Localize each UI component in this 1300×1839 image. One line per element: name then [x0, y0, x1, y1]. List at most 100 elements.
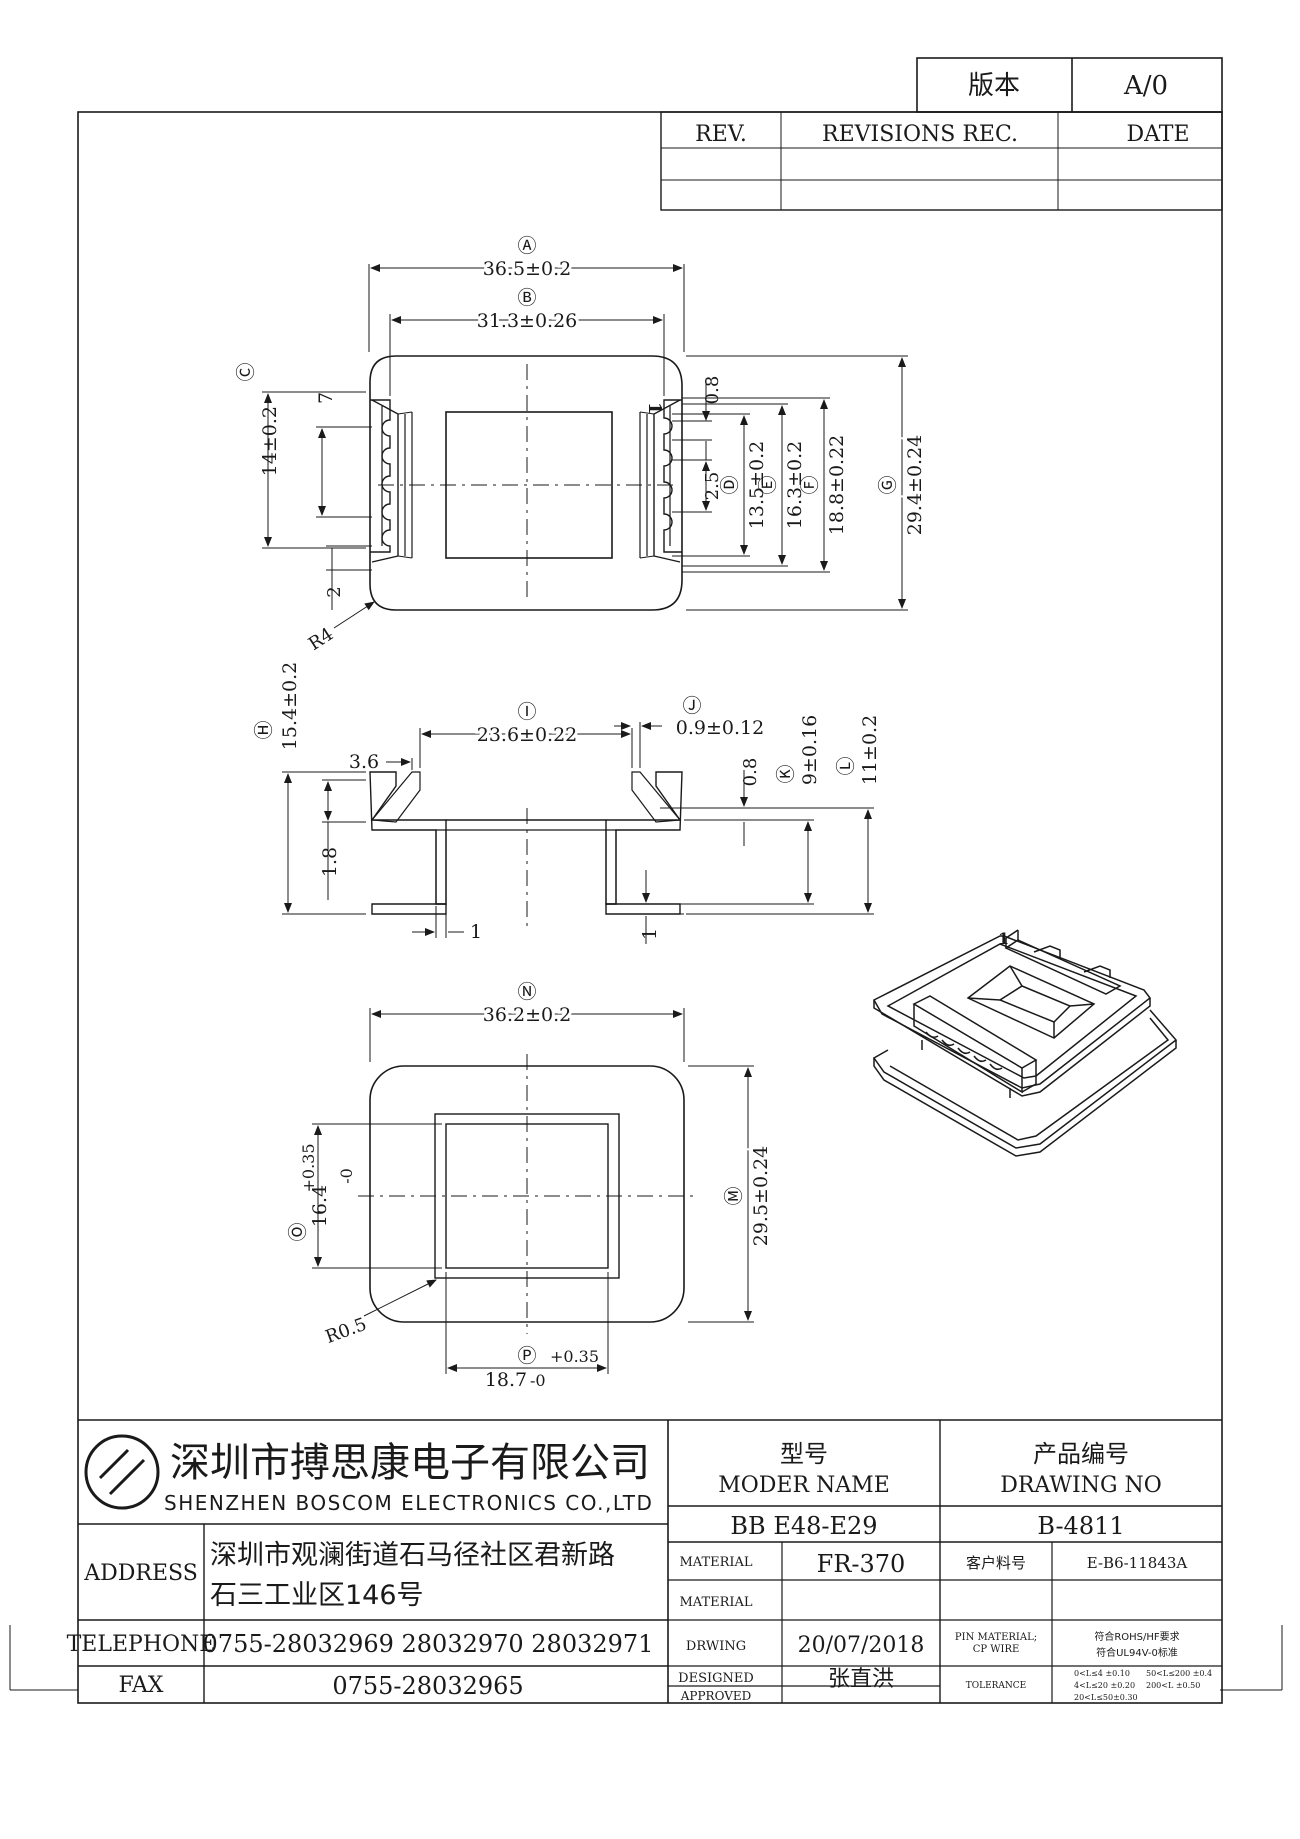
drwing-date: 20/07/2018	[798, 1633, 925, 1658]
dim-f-marker: Ⓕ	[799, 475, 821, 494]
dim-side-2: 2	[324, 586, 345, 597]
dim-o-marker: Ⓞ	[287, 1222, 309, 1241]
dim-b-value: 31.3±0.26	[477, 310, 578, 332]
dim-o-tol-minus: -0	[337, 1168, 356, 1184]
revisions-table: REV. REVISIONS REC. DATE	[660, 111, 1223, 211]
dim-groove: 0.8	[740, 758, 761, 787]
dim-a-value: 36.5±0.2	[483, 258, 571, 280]
dim-b-marker: Ⓑ	[517, 287, 536, 309]
pin-material-label-2: CP WIRE	[973, 1644, 1020, 1655]
model-name-cn: 型号	[780, 1440, 828, 1468]
dim-i-marker: Ⓘ	[517, 701, 536, 723]
dim-g-value: 29.4±0.24	[904, 435, 926, 536]
dim-h-value: 15.4±0.2	[279, 662, 301, 750]
dim-wall-left: 1	[470, 921, 482, 943]
dim-pin-gap: 2.5	[702, 472, 723, 501]
dim-d-marker: Ⓓ	[719, 475, 741, 494]
version-label: 版本	[968, 71, 1020, 101]
dim-d-value: 13.5±0.2	[746, 441, 768, 529]
dim-slot-width: 0.8	[702, 376, 723, 405]
drawing-no-cn: 产品编号	[1033, 1440, 1129, 1468]
dim-n-marker: Ⓝ	[517, 981, 536, 1003]
address-line-1: 深圳市观澜街道石马径社区君新路	[210, 1540, 615, 1571]
tolerance-label: TOLERANCE	[966, 1681, 1027, 1691]
dim-k-value: 9±0.16	[799, 715, 821, 785]
dim-flange-offset: 3.6	[349, 751, 379, 773]
title-block: 深圳市搏思康电子有限公司 SHENZHEN BOSCOM ELECTRONICS…	[67, 1419, 1222, 1703]
tolerance-row-3a: 20<L≤50±0.30	[1074, 1693, 1138, 1702]
revisions-rec-header: REVISIONS REC.	[822, 122, 1018, 147]
tolerance-row-1b: 50<L≤200 ±0.4	[1146, 1669, 1212, 1678]
dim-m-value: 29.5±0.24	[750, 1146, 772, 1247]
drwing-label: DRWING	[686, 1639, 746, 1654]
tolerance-row-2b: 200<L ±0.50	[1146, 1681, 1200, 1690]
top-view: 1 Ⓐ 36.5±0.2 Ⓑ 31.3±0.26 14±0.2 Ⓒ 7	[235, 235, 929, 655]
date-header: DATE	[1126, 122, 1189, 147]
designed-value: 张直洪	[828, 1667, 894, 1692]
material-label: MATERIAL	[679, 1555, 752, 1570]
dim-m-marker: Ⓜ	[723, 1186, 745, 1205]
pin-material-value-1: 符合ROHS/HF要求	[1094, 1630, 1179, 1643]
dim-p-tol-minus: -0	[530, 1371, 546, 1390]
dim-g-marker: Ⓖ	[877, 475, 899, 494]
dim-radius-r4: R4	[305, 624, 337, 655]
dim-a-marker: Ⓐ	[517, 235, 536, 257]
company-name-cn: 深圳市搏思康电子有限公司	[170, 1440, 650, 1486]
address-label: ADDRESS	[83, 1561, 198, 1586]
dim-p-value: 18.7	[485, 1369, 527, 1391]
company-logo-icon	[84, 1434, 160, 1510]
rev-header: REV.	[695, 122, 747, 147]
model-name-en: MODER NAME	[718, 1473, 890, 1498]
pin-one-marker: 1	[644, 402, 665, 415]
dim-k-marker: Ⓚ	[775, 764, 797, 783]
drawing-no-value: B-4811	[1037, 1512, 1124, 1540]
dim-h-marker: Ⓗ	[253, 720, 275, 739]
tolerance-row-1a: 0<L≤4 ±0.10	[1074, 1669, 1130, 1678]
dim-c-marker: Ⓒ	[235, 362, 257, 381]
tolerance-row-2a: 4<L≤20 ±0.20	[1074, 1681, 1135, 1690]
isometric-view: 1	[872, 929, 1178, 1157]
bottom-view: Ⓝ 36.2±0.2 29.5±0.24 Ⓜ 16.4 -0 +0.35 Ⓞ R…	[287, 981, 775, 1391]
side-view: 15.4±0.2 Ⓗ 3.6 1.8 1 1 Ⓘ	[253, 662, 881, 944]
dim-o-tol-plus: +0.35	[299, 1143, 318, 1192]
approved-label: APPROVED	[680, 1689, 752, 1703]
dim-n-value: 36.2±0.2	[483, 1004, 571, 1026]
customer-part-label: 客户料号	[966, 1554, 1026, 1572]
model-name-value: BB E48-E29	[730, 1512, 877, 1540]
designed-label: DESIGNED	[678, 1671, 754, 1686]
sheet-border	[77, 111, 1223, 1704]
iso-pin-one-marker: 1	[998, 929, 1009, 948]
dim-pin-pitch: 7	[315, 392, 337, 404]
crop-marks	[9, 1625, 1283, 1691]
dim-radius-r05: R0.5	[323, 1314, 370, 1348]
dim-p-tol-plus: +0.35	[550, 1347, 599, 1366]
dim-j-marker: Ⓙ	[682, 695, 701, 717]
drawing-no-en: DRAWING NO	[1000, 1473, 1162, 1498]
material-2-label: MATERIAL	[679, 1595, 752, 1610]
dim-i-value: 23.6±0.22	[477, 724, 578, 746]
telephone-value: 0755-28032969 28032970 28032971	[203, 1630, 654, 1658]
company-name-en: SHENZHEN BOSCOM ELECTRONICS CO.,LTD	[164, 1491, 653, 1515]
material-value: FR-370	[817, 1550, 906, 1578]
dim-l-value: 11±0.2	[859, 715, 881, 785]
version-value: A/0	[1123, 71, 1168, 101]
dim-wall-bottom: 1	[639, 928, 661, 940]
dim-j-value: 0.9±0.12	[676, 717, 764, 739]
version-box: 版本 A/0	[916, 57, 1223, 113]
dim-o-value: 16.4	[309, 1185, 331, 1227]
dim-l-marker: Ⓛ	[835, 756, 857, 775]
pin-material-label-1: PIN MATERIAL;	[955, 1632, 1037, 1643]
fax-value: 0755-28032965	[332, 1672, 523, 1700]
address-line-2: 石三工业区146号	[210, 1580, 424, 1611]
dim-f-value: 18.8±0.22	[826, 435, 848, 536]
dim-e-value: 16.3±0.2	[784, 441, 806, 529]
dim-flange-thickness: 1.8	[319, 847, 341, 877]
dim-e-marker: Ⓔ	[757, 475, 779, 494]
telephone-label: TELEPHONE	[67, 1632, 216, 1657]
fax-label: FAX	[119, 1673, 164, 1698]
dim-c-value: 14±0.2	[259, 406, 281, 476]
dim-p-marker: Ⓟ	[517, 1345, 536, 1367]
customer-part-value: E-B6-11843A	[1087, 1554, 1188, 1572]
pin-material-value-2: 符合UL94V-0标准	[1096, 1646, 1178, 1659]
